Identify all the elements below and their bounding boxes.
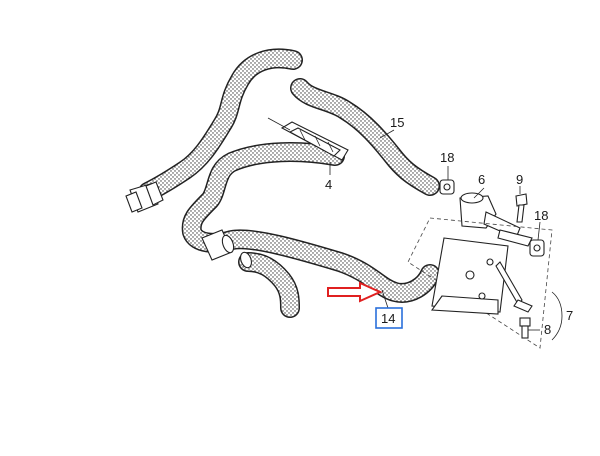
quick-coupling-left bbox=[125, 181, 164, 213]
callout-18-upper: 18 bbox=[440, 150, 454, 165]
bolt-8 bbox=[519, 317, 531, 339]
leader-bracket bbox=[267, 117, 291, 131]
callout-6: 6 bbox=[478, 172, 485, 187]
bracket-plate-7 bbox=[407, 217, 553, 349]
highlight-arrow bbox=[327, 281, 383, 303]
hose-15 bbox=[290, 78, 440, 196]
bracket-4 bbox=[280, 121, 349, 161]
hose-14 bbox=[181, 142, 440, 303]
hose-coupling bbox=[201, 229, 252, 269]
callout-9: 9 bbox=[516, 172, 523, 187]
callout-8: 8 bbox=[544, 322, 551, 337]
callout-18-right: 18 bbox=[534, 208, 548, 223]
clip-18-right bbox=[529, 239, 545, 257]
hose-lower bbox=[238, 252, 300, 318]
hose-left bbox=[138, 48, 303, 202]
highlight-box bbox=[375, 307, 403, 329]
callout-15: 15 bbox=[390, 115, 404, 130]
clip-18-upper bbox=[439, 179, 455, 195]
callout-4: 4 bbox=[325, 177, 332, 192]
bolt-9 bbox=[515, 193, 528, 223]
callout-14: 14 bbox=[381, 311, 395, 326]
leader-lines bbox=[329, 129, 563, 341]
callout-7: 7 bbox=[566, 308, 573, 323]
